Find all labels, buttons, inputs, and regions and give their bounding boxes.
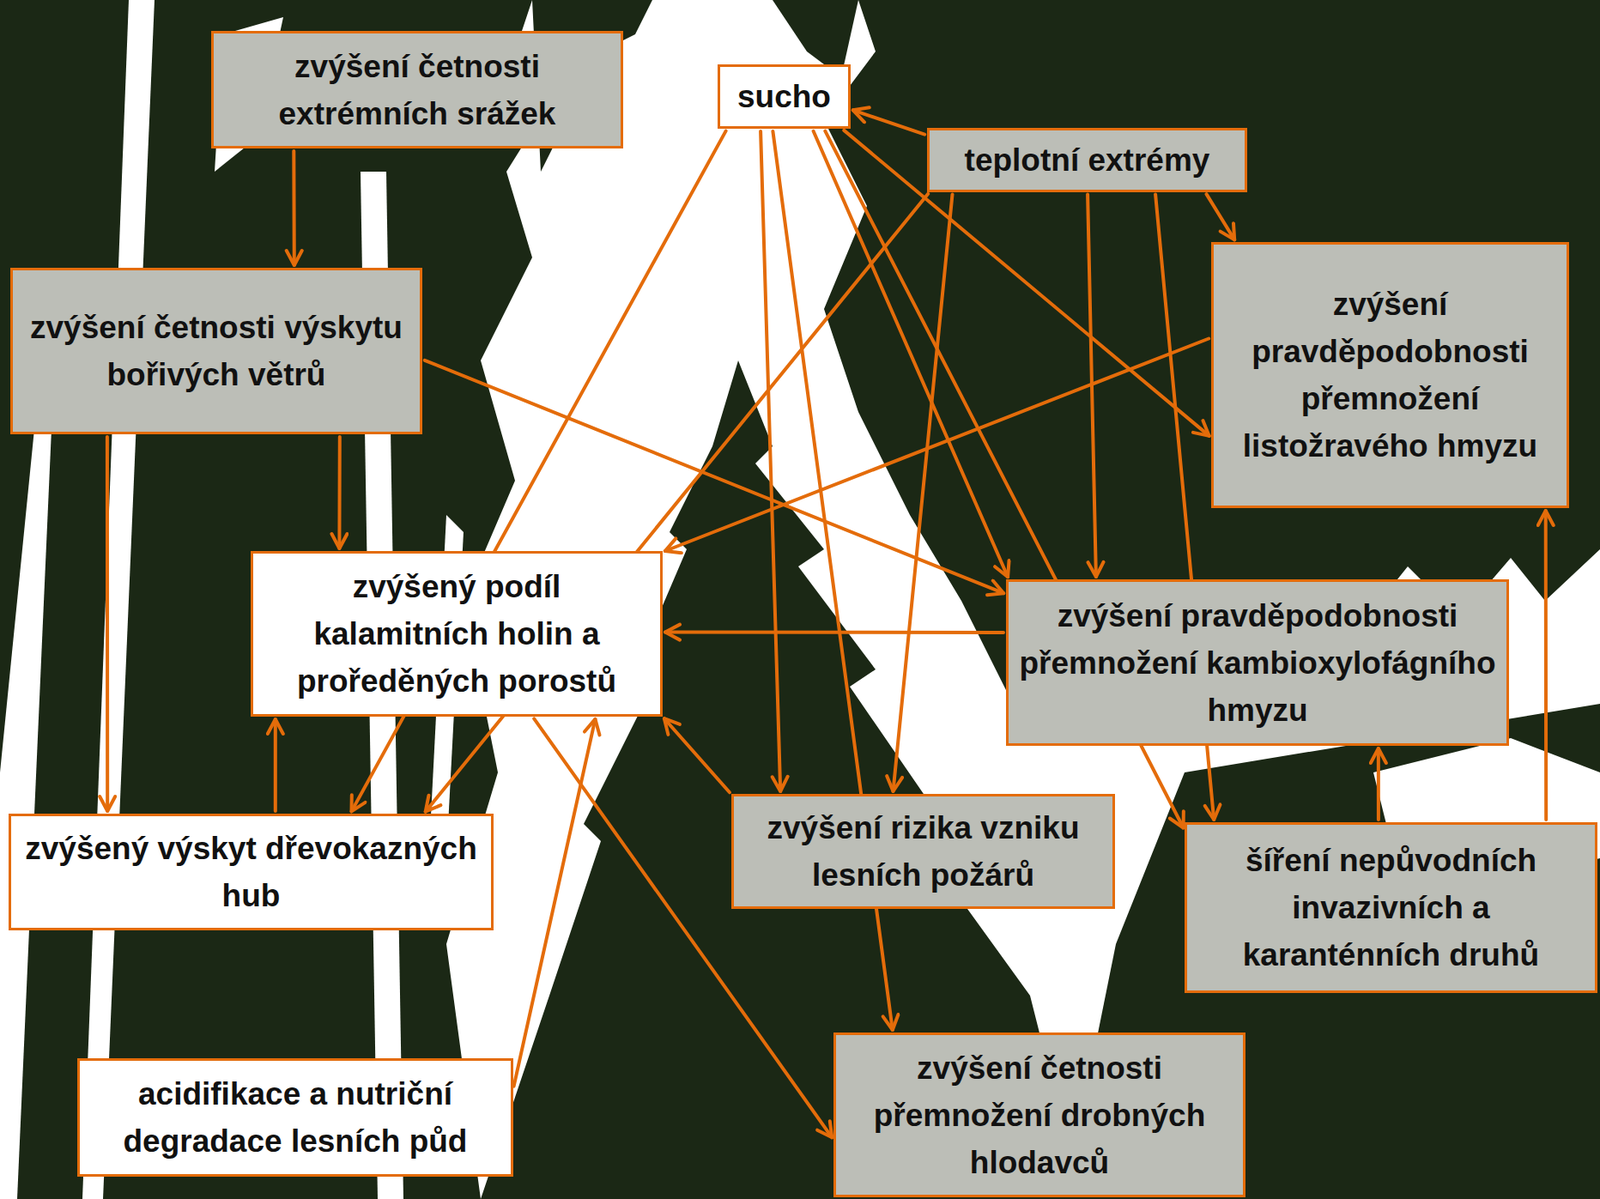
influence-arrow xyxy=(813,131,1009,577)
box-label: zvýšený podíl kalamitních holin a prořed… xyxy=(263,563,650,705)
factor-box: zvýšení četnosti přemnožení drobných hlo… xyxy=(833,1032,1246,1198)
box-label: zvýšení pravděpodobnosti přemnožení list… xyxy=(1224,280,1557,470)
box-text-group: sucho xyxy=(730,72,838,121)
influence-arrow xyxy=(1544,510,1549,820)
factor-box: zvýšení četnosti extrémních srážek xyxy=(211,30,624,149)
box-text-group: teplotní extrémy xyxy=(939,136,1235,184)
influence-arrow xyxy=(533,718,832,1138)
influence-arrow xyxy=(273,719,278,812)
box-text-group: zvýšení pravděpodobnosti přemnožení list… xyxy=(1224,280,1557,470)
factor-box-white: acidifikace a nutriční degradace lesních… xyxy=(77,1058,514,1177)
factor-box: zvýšení pravděpodobnosti přemnožení kamb… xyxy=(1006,579,1510,746)
box-text-group: acidifikace a nutriční degradace lesních… xyxy=(90,1070,501,1165)
influence-arrow xyxy=(665,630,1004,635)
box-label: zvýšení četnosti extrémních srážek xyxy=(224,42,611,138)
factor-box: zvýšení rizika vzniku lesních požárů xyxy=(731,793,1116,910)
influence-arrow xyxy=(664,718,730,793)
box-label: zvýšení četnosti výskytu bořivých větrů xyxy=(23,303,410,399)
box-text-group: zvýšení rizika vzniku lesních požárů xyxy=(744,804,1103,899)
influence-arrow xyxy=(760,131,781,792)
box-text-group: zvýšení četnosti výskytu bořivých větrů xyxy=(23,303,410,399)
influence-arrow xyxy=(1376,748,1381,820)
factor-box-white: sucho xyxy=(717,64,851,129)
influence-arrow xyxy=(337,436,341,549)
influence-arrow xyxy=(1087,194,1097,578)
influence-arrow xyxy=(291,151,297,266)
influence-arrow xyxy=(665,339,1209,552)
factor-box: zvýšení četnosti výskytu bořivých větrů xyxy=(10,267,423,435)
box-label: acidifikace a nutriční degradace lesních… xyxy=(90,1070,501,1165)
factor-box-white: zvýšený výskyt dřevokazných hub xyxy=(8,813,494,931)
box-label: zvýšení četnosti přemnožení drobných hlo… xyxy=(846,1044,1233,1187)
box-text-group: zvýšený výskyt dřevokazných hub xyxy=(21,824,481,920)
trunk-gap xyxy=(82,0,155,1199)
influence-arrow xyxy=(425,193,928,813)
box-label: zvýšení pravděpodobnosti přemnožení kamb… xyxy=(1018,592,1497,734)
box-text-group: zvýšení četnosti extrémních srážek xyxy=(224,42,611,138)
influence-arrow xyxy=(105,436,110,812)
factor-box: šíření nepůvodních invazivních a karanté… xyxy=(1184,822,1598,994)
box-label: teplotní extrémy xyxy=(939,136,1235,184)
factor-box: teplotní extrémy xyxy=(927,127,1248,193)
influence-arrow xyxy=(893,194,953,793)
box-text-group: zvýšení četnosti přemnožení drobných hlo… xyxy=(846,1044,1233,1187)
box-label: šíření nepůvodních invazivních a karanté… xyxy=(1197,836,1585,979)
box-label: zvýšený výskyt dřevokazných hub xyxy=(21,824,481,920)
influence-arrow xyxy=(853,109,925,134)
box-label: zvýšení rizika vzniku lesních požárů xyxy=(744,804,1103,899)
box-text-group: zvýšení pravděpodobnosti přemnožení kamb… xyxy=(1018,592,1497,734)
factor-box-white: zvýšený podíl kalamitních holin a prořed… xyxy=(250,551,663,717)
box-text-group: šíření nepůvodních invazivních a karanté… xyxy=(1197,836,1585,979)
influence-arrow xyxy=(1206,193,1236,240)
factor-box: zvýšení pravděpodobnosti přemnožení list… xyxy=(1211,242,1570,509)
box-text-group: zvýšený podíl kalamitních holin a prořed… xyxy=(263,563,650,705)
box-label: sucho xyxy=(730,72,838,121)
influence-arrow xyxy=(514,719,596,1087)
